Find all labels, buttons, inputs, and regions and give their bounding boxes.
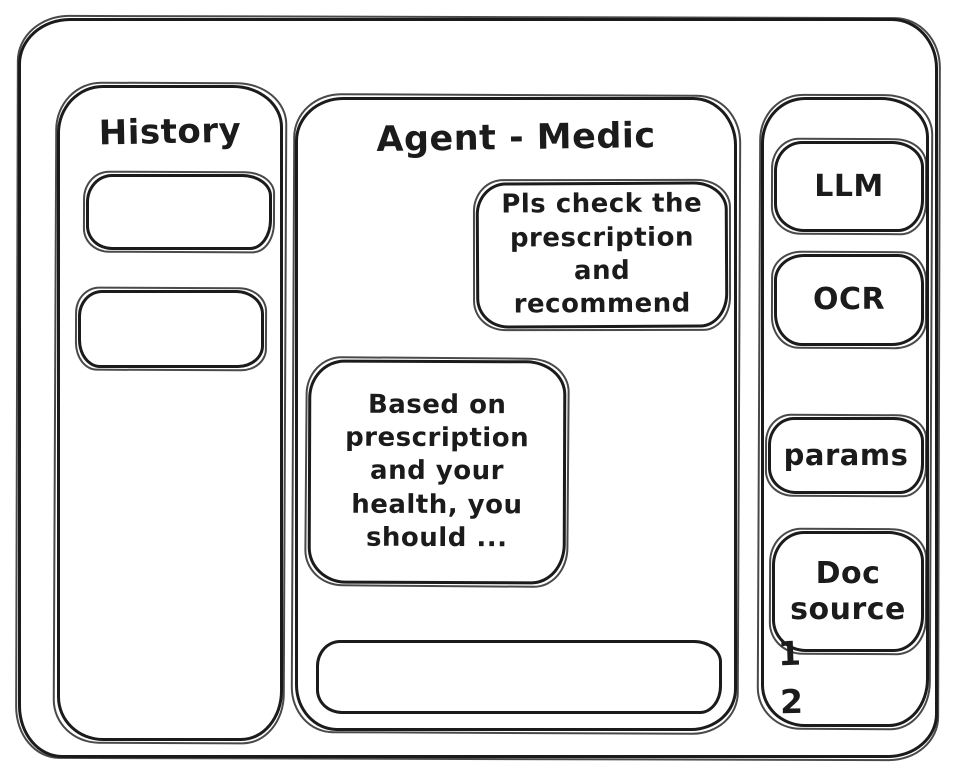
llm-button-label: LLM [814,168,884,204]
chat-input[interactable] [316,640,722,714]
history-item[interactable] [78,290,264,368]
history-title: History [98,110,242,154]
app-window: History Agent - Medic Pls check the pres… [18,18,938,758]
params-button-label: params [783,438,909,473]
doc-source-button[interactable]: Doc source [772,531,924,652]
chat-title: Agent - Medic [376,116,656,160]
assistant-message-bubble: Based on prescription and your health, y… [307,359,567,585]
doc-source-annotation-1: 1 [777,633,802,674]
history-panel: History [57,85,283,741]
tools-panel: LLM OCR params Doc source 1 2 [761,97,929,727]
chat-panel: Agent - Medic Pls check the prescription… [295,97,737,731]
user-message-bubble: Pls check the prescription and recommend [475,181,729,329]
assistant-message-text: Based on prescription and your health, y… [345,389,530,554]
doc-source-annotation-2: 2 [779,681,804,722]
ocr-button[interactable]: OCR [774,254,924,346]
ocr-button-label: OCR [812,282,886,317]
params-button[interactable]: params [768,417,924,494]
doc-source-button-label: Doc source [790,555,906,627]
history-item[interactable] [86,174,272,250]
user-message-text: Pls check the prescription and recommend [501,188,703,320]
llm-button[interactable]: LLM [774,141,924,232]
